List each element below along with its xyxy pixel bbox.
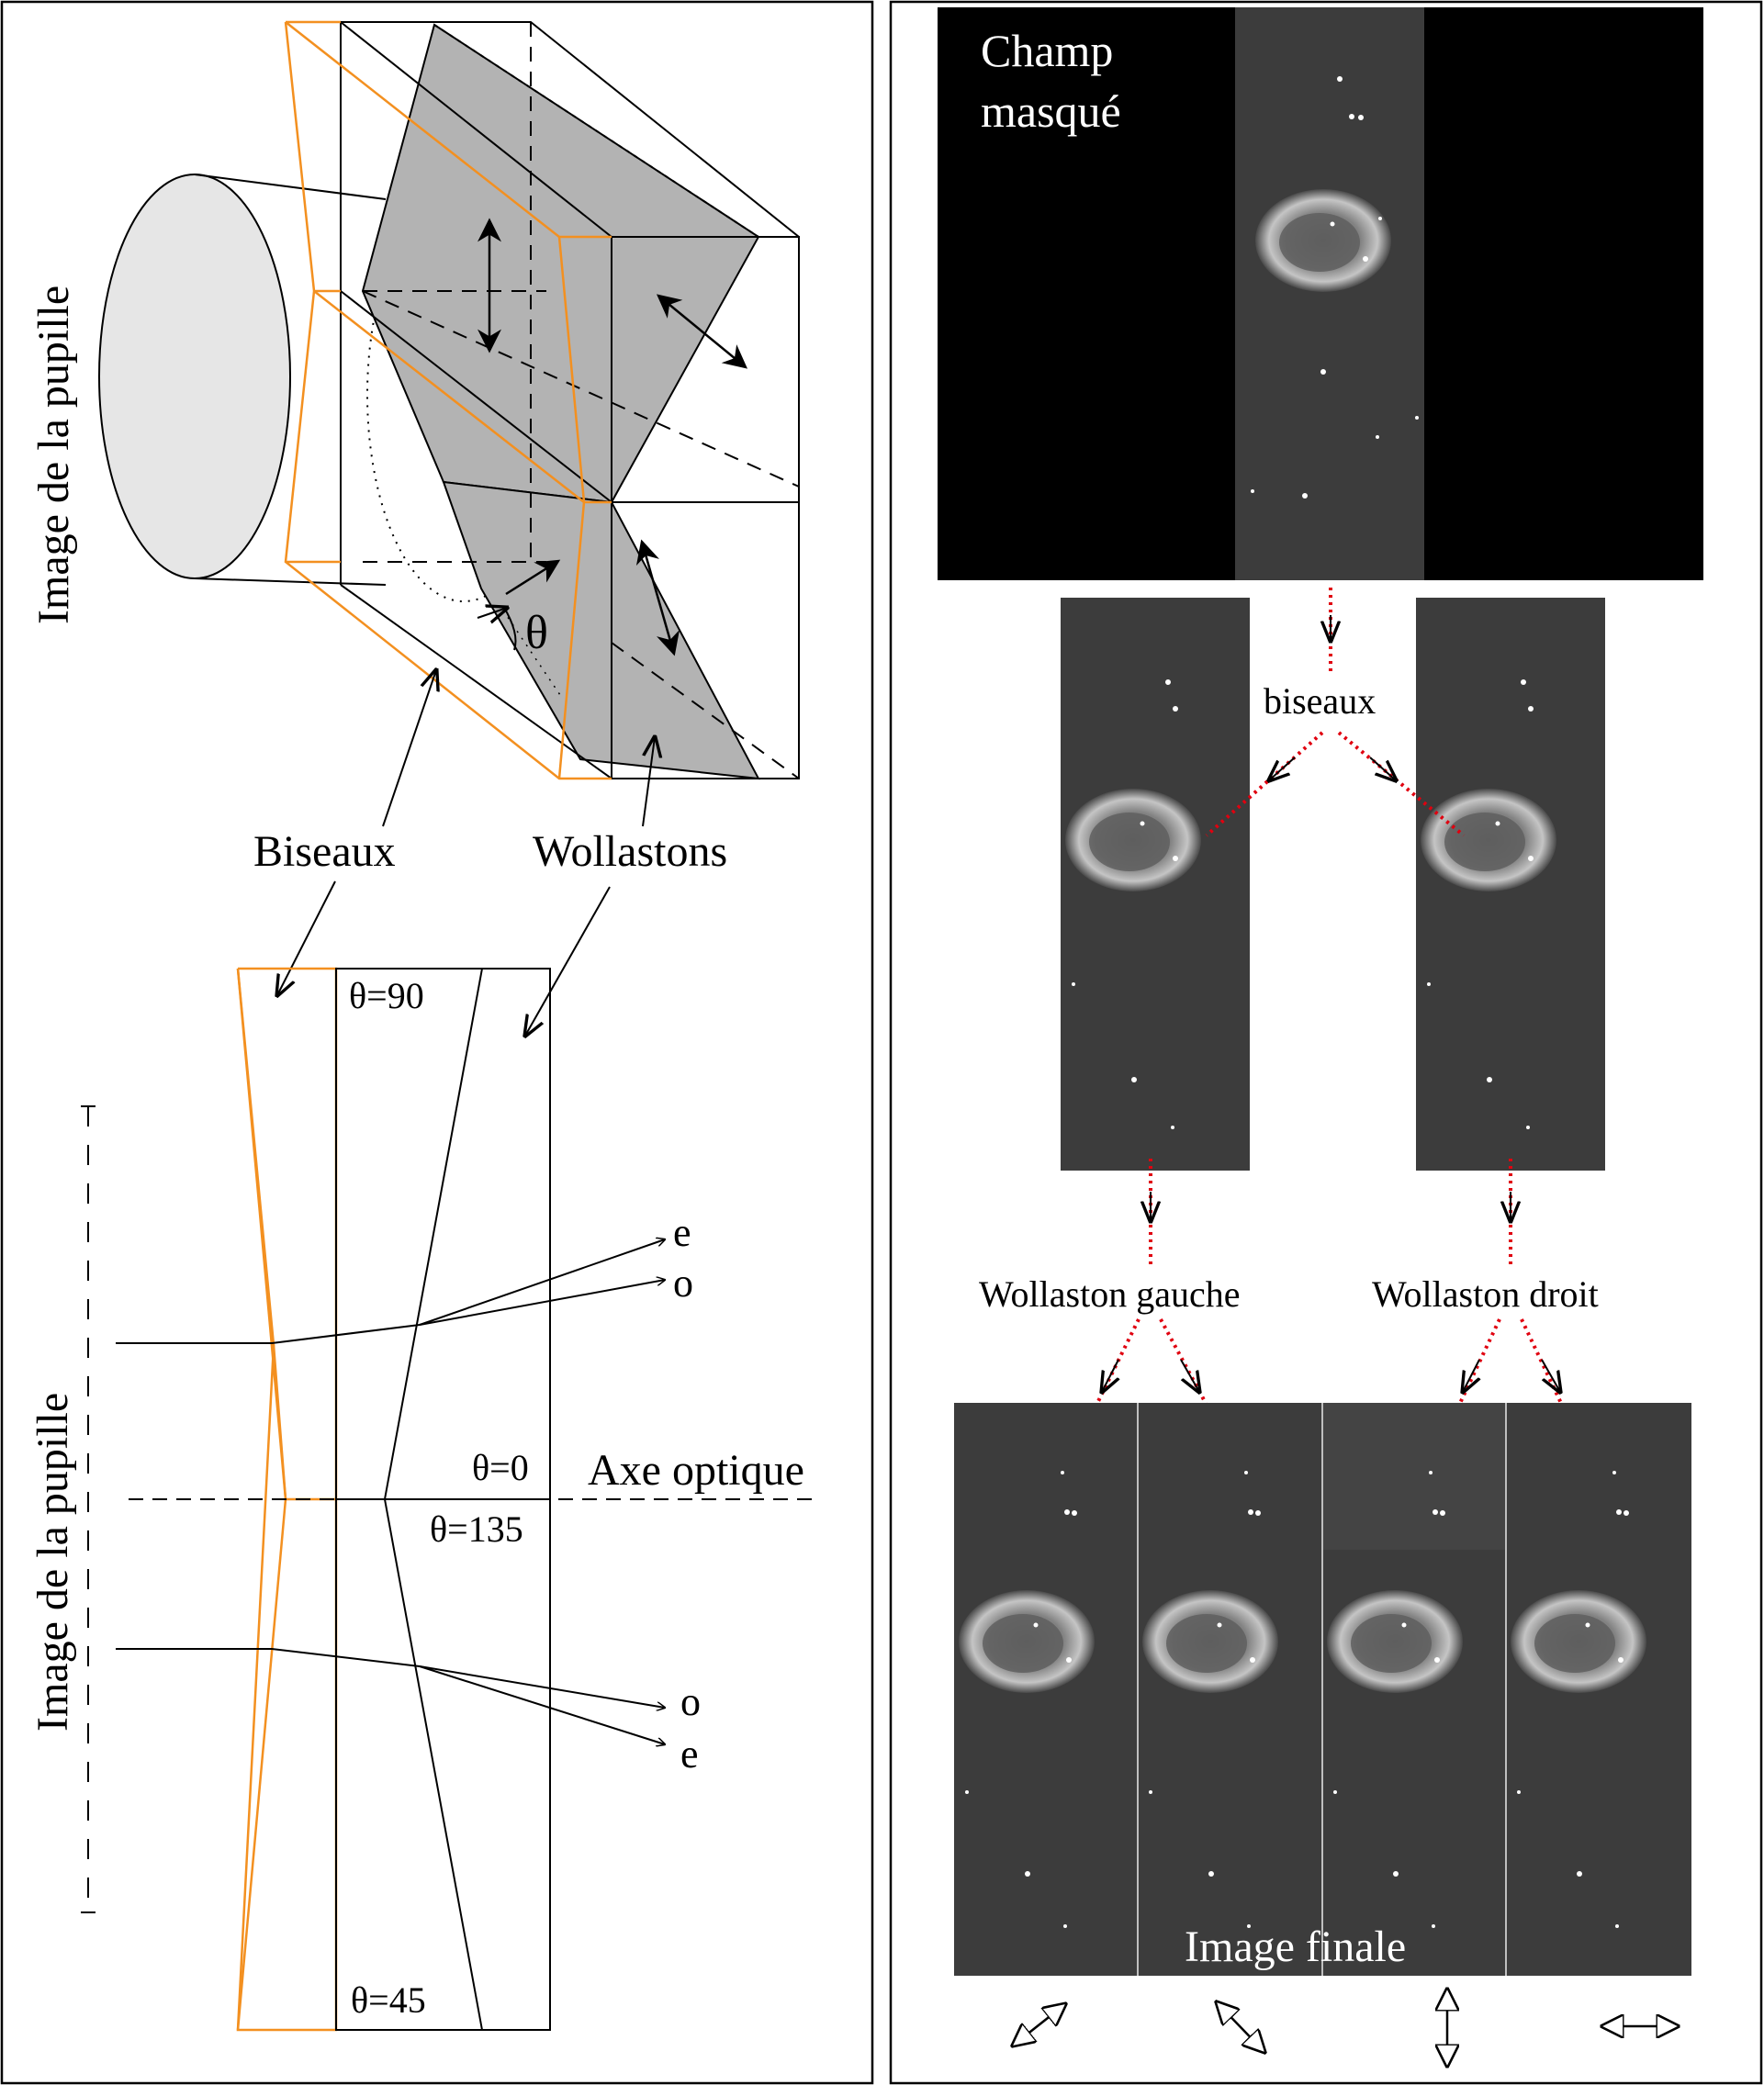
- ray-upper-o-label: o: [673, 1261, 693, 1306]
- theta-45-label: θ=45: [351, 1979, 426, 2021]
- ray-upper-e-label: e: [673, 1210, 691, 1255]
- biseau-left-image: [1061, 598, 1250, 1171]
- theta-symbol: θ: [525, 607, 548, 659]
- wollaston-gauche-label: Wollaston gauche: [979, 1273, 1240, 1315]
- pupil-label-top: Image de la pupille: [29, 286, 78, 624]
- masked-field-image: Champ masqué: [938, 7, 1703, 580]
- pupil-disc: [98, 174, 291, 579]
- wollaston-droit-label: Wollaston droit: [1372, 1273, 1599, 1315]
- right-panel-frame: [889, 0, 1763, 2085]
- cross-section-2d: θ=90 θ=0 θ=135 θ=45 Axe optique e o o e: [81, 967, 814, 2032]
- biseaux-flow-label: biseaux: [1264, 680, 1376, 722]
- pupil-label-bottom: Image de la pupille: [28, 1393, 77, 1732]
- champ-masque-line1: Champ: [981, 25, 1113, 76]
- final-image: Image finale: [954, 1403, 1691, 1976]
- polarization-diagonal-up-icon: [1013, 2004, 1065, 2046]
- image-finale-label: Image finale: [1185, 1922, 1406, 1971]
- biseaux-label: Biseaux: [253, 827, 396, 876]
- champ-masque-line2: masqué: [981, 85, 1121, 137]
- ray-lower-e-label: e: [680, 1732, 699, 1777]
- polarization-diagonal-down-icon: [1217, 2002, 1264, 2052]
- wollaston-lower: [442, 480, 760, 780]
- optical-assembly-3d: θ: [98, 20, 800, 780]
- theta-0-label: θ=0: [472, 1447, 529, 1488]
- biseau-right-image: [1416, 598, 1605, 1171]
- theta-90-label: θ=90: [349, 975, 424, 1016]
- theta-135-label: θ=135: [430, 1508, 523, 1550]
- left-panel-frame: [0, 0, 874, 2085]
- ray-lower-o-label: o: [680, 1679, 701, 1724]
- axe-optique-label: Axe optique: [588, 1446, 804, 1495]
- wollastons-label: Wollastons: [533, 827, 727, 876]
